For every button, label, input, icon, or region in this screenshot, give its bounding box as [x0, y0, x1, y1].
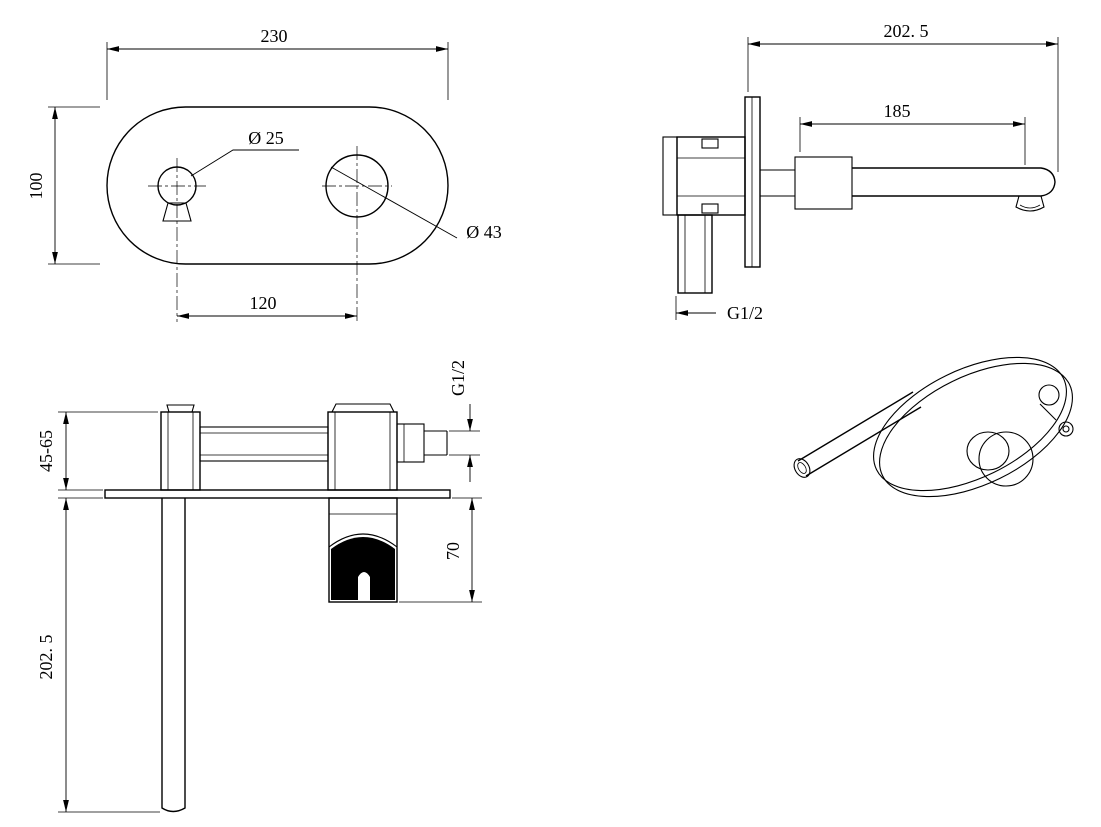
dim-hole-small-label: Ø 25 [248, 128, 284, 148]
plate-back-rim [879, 362, 1073, 498]
handle-body [328, 497, 398, 603]
valve-body-side [676, 136, 746, 216]
handle-knob-knurl [978, 431, 1034, 487]
spout-mouth [793, 458, 811, 478]
backplate-outline [106, 106, 449, 265]
valve-inwall-body [327, 411, 398, 491]
spout-hole-tab [162, 202, 192, 222]
inlet-fitting [1058, 421, 1074, 437]
aerator [1015, 195, 1045, 212]
dim-front-width-label: 230 [261, 26, 288, 46]
dim-front-height-label: 100 [26, 173, 46, 200]
dim-hole-spacing-label: 120 [250, 293, 277, 313]
handle-dome-arc [328, 533, 398, 548]
aerator-arc [1019, 204, 1041, 209]
spout-inwall-body [160, 411, 201, 491]
inlet-fitting-knurl [1038, 384, 1060, 406]
handle-notch [358, 572, 370, 600]
dim-hole-large-label: Ø 43 [466, 222, 502, 242]
wall-plate-edge [104, 489, 451, 499]
inlet-fitting-bore [1062, 425, 1070, 433]
valve-cap [331, 403, 395, 413]
dim-wall-depth-label: 45-65 [36, 430, 56, 472]
spout-base-cap [166, 404, 195, 413]
spout-mouth-bore [797, 462, 807, 474]
handle-grip-dark [331, 537, 395, 600]
leader-hole-large [330, 166, 458, 239]
spout-mount-hatch [794, 156, 853, 210]
spout-tube [852, 167, 1056, 197]
connecting-tube [199, 426, 329, 462]
dim-outlet-thread-label: G1/2 [448, 360, 468, 396]
leader-hole-small [190, 149, 299, 177]
spout-edge-line [797, 391, 914, 462]
outlet-fitting [396, 423, 425, 463]
inlet-thread-hatch [662, 136, 678, 216]
plate-face [873, 356, 1067, 492]
dim-inlet-thread-label: G1/2 [727, 303, 763, 323]
wall-plate-side [744, 96, 761, 268]
spout-tube-plan [161, 498, 186, 813]
front-view: Ø 25 Ø 43 230 100 120 [26, 26, 502, 322]
plan-view: G1/2 45-65 202. 5 70 [36, 360, 482, 813]
dim-spout-length-label: 202. 5 [36, 635, 56, 680]
inlet-pipe [677, 214, 713, 294]
dim-side-total-label: 202. 5 [884, 21, 929, 41]
isometric-view [793, 356, 1074, 498]
fitting-link-line [1039, 403, 1057, 421]
body-seal-hatch [701, 203, 719, 214]
spout-edge-line [805, 406, 922, 477]
side-view: 202. 5 185 G1/2 [662, 21, 1059, 323]
dim-spout-projection-label: 185 [884, 101, 911, 121]
dim-handle-length-label: 70 [443, 542, 463, 560]
handle-knob-face [966, 431, 1010, 471]
body-seal-hatch [701, 138, 719, 149]
